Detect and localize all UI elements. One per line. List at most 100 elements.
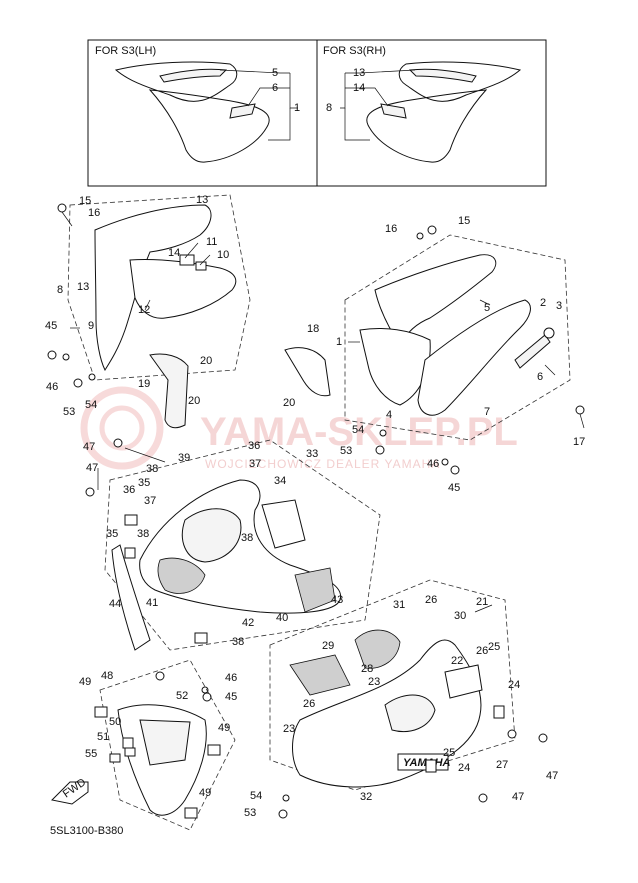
callout-48: 48 [101, 670, 113, 682]
callout-31: 31 [393, 599, 405, 611]
callout-5: 5 [272, 67, 278, 79]
s3-variant-inset: FOR S3(LH) FOR S3(RH) [87, 39, 547, 187]
callout-27: 27 [496, 759, 508, 771]
nut-35 [124, 547, 136, 559]
bracket-48-slot [139, 719, 191, 766]
callout-20c: 20 [283, 397, 295, 409]
rh-side-cowl-assembly [284, 225, 585, 475]
callout-9: 9 [88, 320, 94, 332]
rh-washer-46 [441, 458, 449, 466]
callout-37b: 37 [144, 495, 156, 507]
callout-4: 4 [386, 409, 392, 421]
rh-bolt-45 [450, 465, 460, 475]
lh-screw-53 [73, 378, 83, 388]
s3-lh-stripe [159, 68, 228, 83]
lh-nut-54 [88, 373, 96, 381]
screw-53-lower [278, 809, 288, 819]
lh-collar [195, 261, 207, 271]
lower-left-bracket-assembly: FWD [50, 659, 236, 831]
bracket-18 [284, 347, 331, 397]
header-lh: FOR S3(LH) [95, 45, 156, 57]
leader-lines [70, 242, 556, 613]
header-rh: FOR S3(RH) [323, 45, 386, 57]
rh-inner-panel-4 [359, 327, 431, 406]
callout-49a: 49 [79, 676, 91, 688]
watermark: YAMA-SKLEP.PL WOJCIECHOWICZ DEALER YAMAH… [80, 386, 518, 471]
lh-bolt-45 [47, 350, 57, 360]
callout-17: 17 [573, 436, 585, 448]
diagram-code: 5SL3100-B380 [50, 825, 123, 837]
callout-5b: 5 [484, 302, 490, 314]
callout-20a: 20 [200, 355, 212, 367]
callout-8b: 8 [57, 284, 63, 296]
s3-rh-stripe [408, 68, 477, 83]
nut-49-left [94, 706, 108, 718]
callout-39: 39 [178, 452, 190, 464]
s3-lh-emblem [229, 103, 256, 119]
callout-21: 21 [476, 596, 488, 608]
callout-30: 30 [454, 610, 466, 622]
callout-38c: 38 [241, 532, 253, 544]
callout-36b: 36 [123, 484, 135, 496]
rh-stripe-6 [514, 334, 551, 369]
callout-7: 7 [484, 406, 490, 418]
nut-49-bottom [184, 807, 198, 819]
insulator-40 [294, 567, 336, 613]
callout-13b: 13 [196, 194, 208, 206]
callout-11: 11 [206, 236, 217, 248]
callout-23a: 23 [368, 676, 380, 688]
callout-25a: 25 [488, 641, 500, 653]
callout-53b: 53 [340, 445, 352, 457]
callout-45: 45 [45, 320, 57, 332]
nut-54-lower [282, 794, 290, 802]
callout-51: 51 [97, 731, 109, 743]
bracket-22 [444, 664, 483, 699]
callout-41: 41 [146, 597, 158, 609]
collar-24-bottom [425, 759, 437, 773]
bolt-45 [202, 692, 212, 702]
callout-47a: 47 [83, 441, 95, 453]
lh-grommet [179, 254, 195, 266]
callout-54b: 54 [352, 424, 364, 436]
callout-38d: 38 [232, 636, 244, 648]
callout-35a: 35 [138, 477, 150, 489]
callout-26a: 26 [425, 594, 437, 606]
rh-screw-53 [375, 445, 385, 455]
mid-screw-47-left [85, 487, 95, 497]
callout-labels: 1 5 6 13 14 8 15 16 13 14 11 10 8 13 12 … [45, 67, 585, 819]
callout-13: 13 [353, 67, 365, 79]
callout-26c: 26 [303, 698, 315, 710]
rh-duct-7 [417, 299, 531, 416]
callout-20b: 20 [188, 395, 200, 407]
s3-rh-emblem [380, 103, 407, 119]
screw-47-right [538, 733, 548, 743]
callout-36a: 36 [248, 440, 260, 452]
panel-44 [111, 544, 151, 651]
mid-screw-47-top [113, 438, 123, 448]
lh-screw-15 [57, 203, 67, 213]
inner-panel-assembly [85, 438, 381, 702]
watermark-sub-text: WOJCIECHOWICZ DEALER YAMAHA [205, 457, 440, 471]
callout-38b: 38 [137, 528, 149, 540]
callout-47b: 47 [86, 462, 98, 474]
callout-46b: 46 [427, 458, 439, 470]
damper-55 [109, 753, 121, 763]
s3-lh-side-cowl [114, 61, 270, 163]
insulator-28 [354, 629, 401, 669]
callout-24b: 24 [458, 762, 470, 774]
callout-2: 2 [540, 297, 546, 309]
callout-53: 53 [63, 406, 75, 418]
callout-47d: 47 [512, 791, 524, 803]
collar-50 [122, 737, 134, 749]
callout-28: 28 [361, 663, 373, 675]
callout-15: 15 [79, 195, 91, 207]
callout-54c: 54 [250, 790, 262, 802]
screw-47-bottom [478, 793, 488, 803]
callout-16b: 16 [385, 223, 397, 235]
callout-50: 50 [109, 716, 121, 728]
callout-46c: 46 [225, 672, 237, 684]
callout-54: 54 [85, 399, 97, 411]
callout-6b: 6 [537, 371, 543, 383]
grommet-51 [124, 747, 136, 757]
watermark-main-text: YAMA-SKLEP.PL [200, 410, 518, 454]
